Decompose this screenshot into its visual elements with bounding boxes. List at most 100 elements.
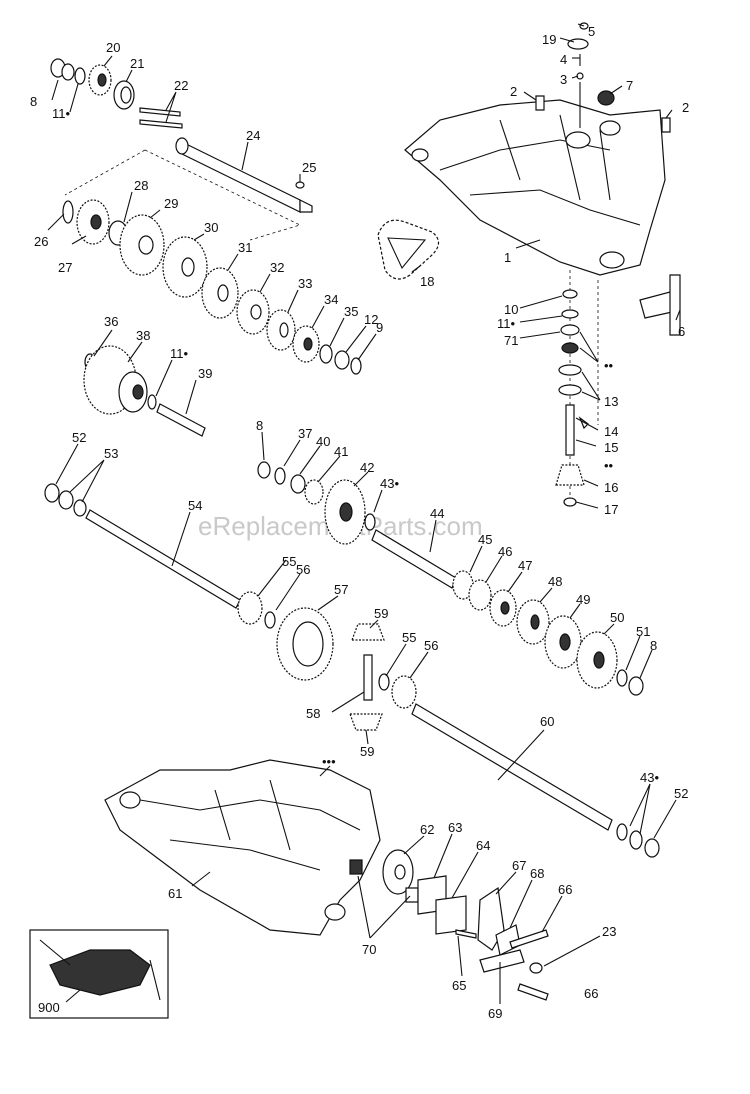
part-46-gear[interactable]: [468, 579, 492, 611]
label-13: 13: [604, 394, 618, 409]
part-44-shaft[interactable]: [371, 529, 457, 589]
part-48-gear[interactable]: [516, 599, 550, 645]
part-12-bushing[interactable]: [334, 350, 350, 370]
part-13-washers[interactable]: [558, 364, 582, 396]
part-10-washer[interactable]: [562, 289, 578, 299]
part-50-gear[interactable]: [576, 631, 618, 689]
label-5: 5: [588, 24, 595, 39]
part-59-pinion-lower[interactable]: [349, 713, 383, 731]
part-35-washer[interactable]: [319, 344, 333, 364]
part-27-sprocket[interactable]: [76, 199, 110, 245]
part-59-pinion-upper[interactable]: [351, 623, 385, 641]
part-7-bushing[interactable]: [597, 90, 615, 106]
label-56-left: 56: [296, 562, 310, 577]
part-32-gear[interactable]: [236, 289, 270, 335]
label-29: 29: [164, 196, 178, 211]
part-55-bevel-gear-left[interactable]: [237, 591, 263, 625]
part-18-chain[interactable]: [377, 219, 440, 280]
label-6: 6: [678, 324, 685, 339]
part-21-bearing[interactable]: [113, 80, 135, 110]
part-38-cluster-gear[interactable]: [83, 345, 148, 415]
part-17-ring[interactable]: [563, 497, 577, 507]
part-41-gear[interactable]: [304, 479, 324, 505]
label-33: 33: [298, 276, 312, 291]
part-16-bevel-gear[interactable]: [555, 464, 585, 486]
label-66-lower: 66: [584, 986, 598, 1001]
part-52-washer-left[interactable]: [44, 483, 60, 503]
part-53-washers[interactable]: [58, 490, 87, 517]
part-43-washer-upper[interactable]: [364, 513, 376, 531]
part-37-washer[interactable]: [274, 467, 286, 485]
part-69-link[interactable]: [479, 949, 525, 973]
part-71-bearing[interactable]: [560, 324, 580, 354]
part-8-bushing-low[interactable]: [628, 676, 644, 696]
part-11-washer-mid[interactable]: [147, 394, 157, 410]
part-66-bolt-upper[interactable]: [509, 929, 549, 949]
label-58: 58: [306, 706, 320, 721]
part-49-gear[interactable]: [544, 615, 582, 669]
part-11-washer-top[interactable]: [74, 67, 86, 85]
part-900-assembly-inset[interactable]: [29, 929, 169, 1019]
part-54-axle[interactable]: [85, 509, 241, 609]
label-50: 50: [610, 610, 624, 625]
part-58-pin[interactable]: [363, 654, 373, 701]
label-60: 60: [540, 714, 554, 729]
part-1-upper-housing[interactable]: [404, 99, 666, 276]
label-64: 64: [476, 838, 490, 853]
part-56-ring-left[interactable]: [264, 611, 276, 629]
part-47-gear[interactable]: [489, 589, 517, 627]
part-23-nut[interactable]: [529, 962, 543, 974]
part-57-ring-gear[interactable]: [276, 607, 334, 681]
part-31-gear[interactable]: [201, 267, 239, 319]
label-63: 63: [448, 820, 462, 835]
label-10: 10: [504, 302, 518, 317]
part-34-gear[interactable]: [292, 325, 320, 363]
part-19-cap[interactable]: [567, 38, 589, 50]
label-32: 32: [270, 260, 284, 275]
label-70: 70: [362, 942, 376, 957]
part-61-lower-housing[interactable]: [104, 759, 381, 936]
label-40: 40: [316, 434, 330, 449]
part-20-gear[interactable]: [88, 64, 112, 96]
part-6-shift-lever[interactable]: [639, 274, 681, 336]
label-4: 4: [560, 52, 567, 67]
label-46: 46: [498, 544, 512, 559]
part-2-bolt-right[interactable]: [661, 117, 671, 133]
part-56-ring-right[interactable]: [378, 673, 390, 691]
part-65-pin[interactable]: [455, 929, 477, 939]
part-8-bushing-top[interactable]: [50, 58, 75, 81]
label-52-right: 52: [674, 786, 688, 801]
part-33-gear[interactable]: [266, 309, 296, 351]
label-20: 20: [106, 40, 120, 55]
part-11-washer-right[interactable]: [561, 309, 579, 319]
part-25-pin[interactable]: [295, 181, 305, 189]
part-26-snap-ring[interactable]: [62, 200, 74, 224]
label-23: 23: [602, 924, 616, 939]
part-66-bolt-lower[interactable]: [517, 983, 549, 1001]
leader-lines: [47, 23, 681, 1004]
part-60-axle[interactable]: [411, 703, 613, 831]
part-14-shaft[interactable]: [565, 404, 589, 456]
label-39: 39: [198, 366, 212, 381]
label-14: 14: [604, 424, 618, 439]
label-dots-3: •••: [322, 754, 336, 769]
part-29-gear[interactable]: [119, 214, 165, 276]
label-45: 45: [478, 532, 492, 547]
part-52-washer-right[interactable]: [644, 838, 660, 858]
part-62-seal[interactable]: [382, 849, 414, 895]
part-42-disc-gear[interactable]: [324, 479, 366, 545]
part-43-washer-lower[interactable]: [616, 823, 643, 850]
part-8-bushing-mid[interactable]: [257, 461, 271, 479]
part-51-washer[interactable]: [616, 669, 628, 687]
label-11-top: 11•: [52, 106, 70, 121]
part-24-shaft[interactable]: [175, 137, 313, 213]
part-30-gear[interactable]: [162, 236, 208, 298]
part-22-keys[interactable]: [139, 107, 183, 129]
part-40-spacer[interactable]: [290, 474, 306, 494]
part-2-bolt-left[interactable]: [535, 95, 545, 111]
part-9-washer[interactable]: [350, 357, 362, 375]
part-39-shaft[interactable]: [156, 403, 206, 437]
part-55-bevel-gear-right[interactable]: [391, 675, 417, 709]
part-64-block[interactable]: [435, 895, 467, 935]
part-70-blocks[interactable]: [349, 859, 419, 903]
